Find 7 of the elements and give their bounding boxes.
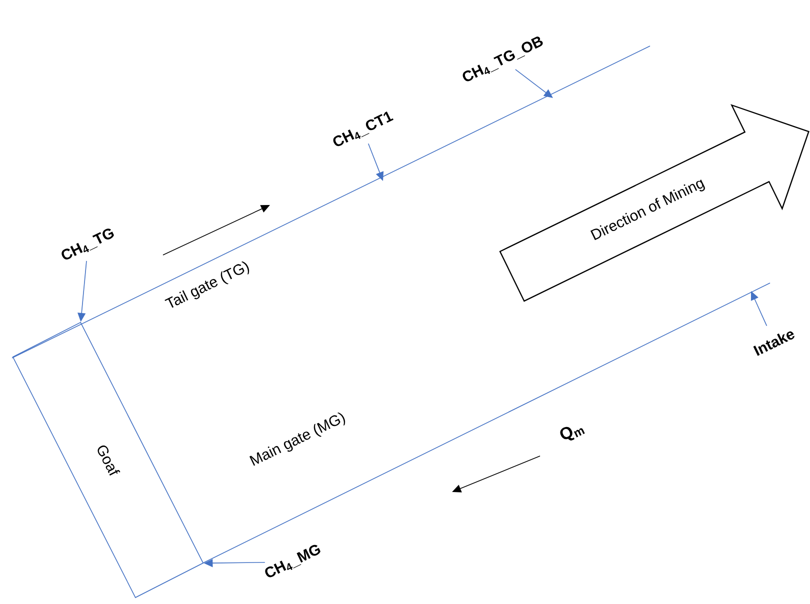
sensor-label: CH$_{4}$_MG	[265, 544, 320, 578]
airflow-label: Q$_{m}$	[560, 426, 585, 440]
sensor-label: CH$_{4}$_TG	[62, 228, 114, 260]
roadway-name: Main gate (MG)	[249, 412, 346, 466]
roadway-name: Tail gate (TG)	[164, 261, 250, 308]
sensor-label: Intake	[753, 331, 794, 356]
leader-arrow	[515, 69, 553, 98]
